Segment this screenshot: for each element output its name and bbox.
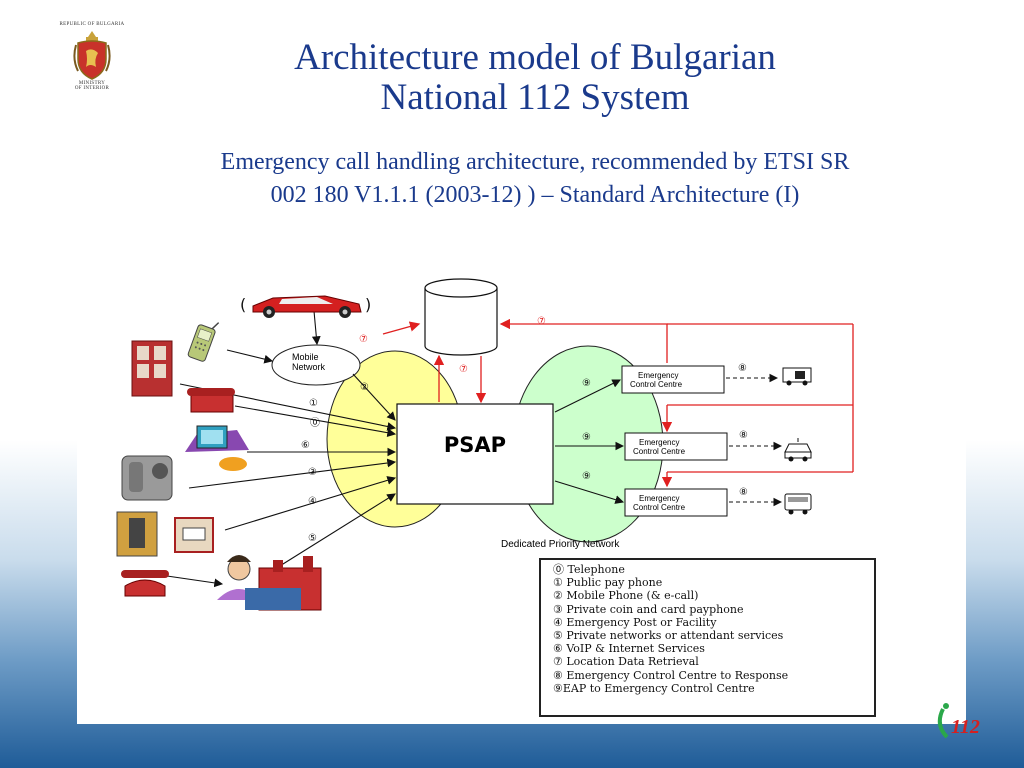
mobile-network-label-2: Network [292,362,326,372]
ecc-3-label-2: Control Centre [633,503,686,512]
ecc-1-label-2: Control Centre [630,380,683,389]
marker-emergency-post: ④ [308,496,317,507]
psap-box [396,403,554,505]
emergency-post-icon [116,511,214,557]
ecc-box-3 [624,488,728,517]
location-data-lines [382,318,854,488]
subtitle-line-1: Emergency call handling architecture, re… [220,149,850,175]
marker-eap-1: ⑨ [582,378,591,389]
car-icon: ( ) [240,295,371,318]
marker-response-1: ⑧ [738,363,747,374]
legend-item-emergency-post: ④ Emergency Post or Facility [553,615,717,629]
marker-private-networks: ⑤ [308,533,317,544]
legend-item-ecc-response: ⑧ Emergency Control Centre to Response [553,668,789,682]
factory-building-icon [245,556,322,611]
title-line-2: National 112 System [380,77,690,118]
ambulance-icon [782,367,812,386]
marker-payphone: ① [309,398,318,409]
location-database-icon [424,278,498,356]
crest-bottom-line1: Ministry [78,81,106,86]
marker-location-2: ⑦ [537,316,546,327]
legend-item-mobile: ② Mobile Phone (& e-call) [553,589,699,603]
voip-computer-icon [185,425,249,471]
ecc-2-label-1: Emergency [639,438,679,447]
crest-bottom-line2: of Interior [74,86,110,91]
legend-item-telephone: ⓪ Telephone [553,563,625,576]
svg-text:): ) [365,295,371,314]
ministry-crest: Republic of Bulgaria Ministry of Interio… [52,22,132,91]
ecc-box-1 [621,365,725,394]
ecc-box-2 [624,432,728,461]
legend-item-location: ⑦ Location Data Retrieval [553,655,699,669]
svg-text:(: ( [240,295,246,314]
coat-of-arms-icon [73,31,111,80]
legend-item-private-networks: ⑤ Private networks or attendant services [553,629,784,643]
legend-item-payphone: ① Public pay phone [553,576,663,590]
architecture-diagram: Mobile Network PSAP Emergency Control Ce… [77,266,966,724]
marker-telephone: ⓪ [310,417,320,429]
legend-item-voip: ⑥ VoIP & Internet Services [553,642,705,656]
psap-label: PSAP [444,433,506,457]
marker-eap-2: ⑨ [582,432,591,443]
mobile-phone-icon [187,322,220,362]
ecc-3-label-1: Emergency [639,494,679,503]
phone-booth-icon [131,340,173,397]
ecc-2-label-2: Control Centre [633,447,686,456]
telephone-icon [121,570,169,597]
dedicated-network-label: Dedicated Priority Network [501,539,620,550]
marker-mobile: ② [360,382,369,393]
marker-location-1: ⑦ [359,334,368,345]
marker-voip: ⑥ [301,440,310,451]
marker-location-3: ⑦ [459,364,468,375]
marker-response-2: ⑧ [739,430,748,441]
page-title: Architecture model of Bulgarian National… [200,38,870,118]
title-line-1: Architecture model of Bulgarian [294,37,776,78]
emergency-112-logo: 112 [937,703,980,739]
coin-payphone-icon [121,455,173,501]
mobile-network-label-1: Mobile [292,352,319,362]
marker-response-3: ⑧ [739,487,748,498]
crest-top-text: Republic of Bulgaria [59,22,125,27]
legend-item-eap: ⑨EAP to Emergency Control Centre [553,681,755,695]
ecc-1-label-1: Emergency [638,371,678,380]
public-pay-phone-icon [187,388,235,413]
legend-item-coin-card: ③ Private coin and card payphone [553,602,744,616]
police-car-icon [784,438,812,462]
marker-coin-card: ③ [308,467,317,478]
page-subtitle: Emergency call handling architecture, re… [120,146,950,212]
logo-112-text: 112 [951,716,980,738]
marker-eap-3: ⑨ [582,471,591,482]
subtitle-line-2: 002 180 V1.1.1 (2003-12) ) – Standard Ar… [270,182,800,208]
legend-box: ⓪ Telephone ① Public pay phone ② Mobile … [539,558,876,717]
fire-truck-icon [784,493,812,515]
